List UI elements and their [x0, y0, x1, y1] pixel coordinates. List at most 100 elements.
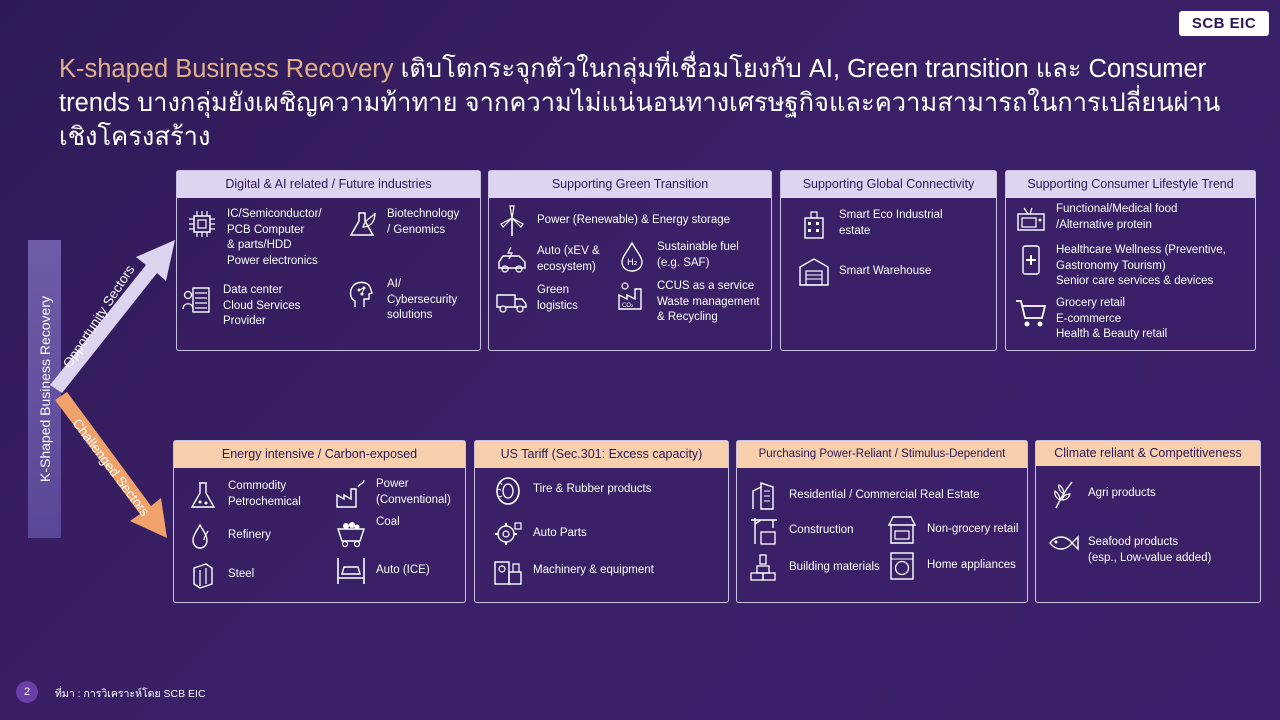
source-note: ที่มา : การวิเคราะห์โดย SCB EIC — [55, 688, 206, 700]
list-item: Smart Warehouse — [797, 255, 931, 289]
coal-cart-icon — [337, 522, 365, 548]
list-item: Power (Renewable) & Energy storage — [495, 204, 730, 238]
svg-text:CO₂: CO₂ — [622, 302, 634, 309]
list-item: Construction — [747, 514, 854, 548]
list-item: Agri products — [1046, 478, 1156, 512]
card-green-transition: Supporting Green Transition Power (Renew… — [488, 170, 772, 351]
buildings-icon — [752, 482, 774, 510]
tire-icon — [496, 477, 520, 505]
card-header: Supporting Global Connectivity — [781, 171, 996, 198]
washing-machine-icon — [890, 552, 914, 580]
data-center-icon — [182, 287, 210, 313]
list-item: Building materials — [747, 551, 880, 585]
list-item: H₂ Sustainable fuel (e.g. SAF) — [615, 240, 739, 274]
item-text: Grocery retail E-commerce Health & Beaut… — [1056, 297, 1168, 340]
steel-beam-icon — [193, 563, 213, 589]
opportunity-arrow — [50, 240, 175, 393]
ccus-factory-icon: CO₂ — [618, 282, 642, 310]
h2-drop-icon: H₂ — [621, 241, 643, 272]
list-item: Tire & Rubber products — [491, 474, 651, 508]
list-item: Refinery — [186, 519, 271, 553]
list-item: Residential / Commercial Real Estate — [747, 479, 979, 513]
ev-car-icon — [498, 246, 526, 273]
item-text: Coal — [376, 516, 400, 528]
item-text: Tire & Rubber products — [533, 483, 652, 495]
oil-drop-icon — [192, 523, 209, 549]
card-header: US Tariff (Sec.301: Excess capacity) — [475, 441, 728, 468]
item-text: Agri products — [1088, 487, 1156, 499]
item-text: Smart Warehouse — [839, 265, 932, 277]
car-lift-icon — [337, 558, 365, 584]
scb-eic-logo: SCB EIC — [1179, 11, 1269, 36]
card-us-tariff: US Tariff (Sec.301: Excess capacity) Tir… — [474, 440, 729, 603]
card-header: Supporting Consumer Lifestyle Trend — [1006, 171, 1255, 198]
title-text: เติบโตกระจุกตัวในกลุ่มที่เชื่อมโยงกับ AI… — [59, 55, 1221, 151]
list-item: Steel — [186, 558, 254, 592]
item-text: Data center Cloud Services Provider — [223, 284, 301, 327]
item-text: Power (Conventional) — [376, 478, 451, 506]
crane-icon — [751, 518, 777, 545]
list-item: Non-grocery retail — [885, 513, 1018, 547]
card-purchasing-power: Purchasing Power-Reliant / Stimulus-Depe… — [736, 440, 1028, 603]
food-icon — [1017, 207, 1045, 231]
card-header: Digital & AI related / Future industries — [177, 171, 480, 198]
list-item: Biotechnology / Genomics — [345, 207, 459, 241]
list-item: Healthcare Wellness (Preventive, Gastron… — [1014, 243, 1226, 290]
health-phone-icon — [1022, 245, 1040, 275]
gear-icon — [495, 522, 522, 545]
item-text: Commodity Petrochemical — [228, 480, 301, 508]
biotech-leaf-icon — [349, 212, 376, 236]
item-text: Power (Renewable) & Energy storage — [537, 214, 731, 226]
card-climate-reliant: Climate reliant & Competitiveness Agri p… — [1035, 440, 1261, 603]
flask-icon — [190, 482, 216, 508]
item-text: Steel — [228, 568, 255, 580]
list-item: Commodity Petrochemical — [186, 479, 301, 513]
item-text: Non-grocery retail — [927, 523, 1019, 535]
item-text: Refinery — [228, 529, 271, 541]
card-header: Purchasing Power-Reliant / Stimulus-Depe… — [737, 441, 1027, 468]
item-text: Auto (ICE) — [376, 564, 430, 576]
card-header: Supporting Green Transition — [489, 171, 771, 198]
wheat-icon — [1054, 481, 1073, 509]
bricks-icon — [750, 554, 776, 581]
item-text: Green logistics — [537, 284, 578, 312]
card-energy-intensive: Energy intensive / Carbon-exposed Commod… — [173, 440, 466, 603]
item-text: Auto (xEV & ecosystem) — [537, 245, 600, 273]
item-text: AI/ Cybersecurity solutions — [387, 278, 458, 321]
item-text: Machinery & equipment — [533, 564, 654, 576]
list-item: CO₂ CCUS as a service Waste management &… — [615, 279, 759, 326]
delivery-truck-icon — [496, 294, 527, 313]
card-global-connectivity: Supporting Global Connectivity Smart Eco… — [780, 170, 997, 351]
list-item: Auto Parts — [491, 517, 587, 551]
card-digital-ai: Digital & AI related / Future industries… — [176, 170, 481, 351]
challenged-arrow — [55, 392, 167, 538]
chip-icon — [189, 211, 215, 237]
store-icon — [887, 516, 917, 544]
list-item: Home appliances — [885, 549, 1016, 583]
item-text: Home appliances — [927, 559, 1016, 571]
industrial-estate-icon — [804, 211, 824, 239]
power-plant-icon — [336, 479, 365, 508]
item-text: Seafood products (esp., Low-value added) — [1088, 536, 1212, 564]
list-item: Smart Eco Industrial estate — [797, 208, 943, 242]
warehouse-icon — [799, 258, 829, 286]
list-item: Functional/Medical food /Alternative pro… — [1014, 202, 1177, 236]
fish-icon — [1049, 535, 1079, 551]
svg-text:H₂: H₂ — [627, 258, 638, 268]
item-text: IC/Semiconductor/ PCB Computer & parts/H… — [227, 208, 322, 267]
list-item: Seafood products (esp., Low-value added) — [1046, 526, 1211, 566]
item-text: Healthcare Wellness (Preventive, Gastron… — [1056, 244, 1226, 287]
title-highlight: K-shaped Business Recovery — [59, 55, 394, 83]
list-item: Green logistics — [495, 283, 578, 317]
card-header: Climate reliant & Competitiveness — [1036, 441, 1260, 466]
list-item: AI/ Cybersecurity solutions — [345, 277, 457, 324]
slide-title: K-shaped Business Recovery เติบโตกระจุกต… — [59, 52, 1239, 154]
k-shaped-label-box: K-Shaped Business Recovery — [28, 240, 61, 538]
list-item: Auto (xEV & ecosystem) — [495, 244, 600, 278]
shopping-cart-icon — [1016, 300, 1047, 327]
card-header: Energy intensive / Carbon-exposed — [174, 441, 465, 468]
item-text: Auto Parts — [533, 527, 587, 539]
item-text: Construction — [789, 524, 854, 536]
item-text: Sustainable fuel (e.g. SAF) — [657, 241, 739, 269]
